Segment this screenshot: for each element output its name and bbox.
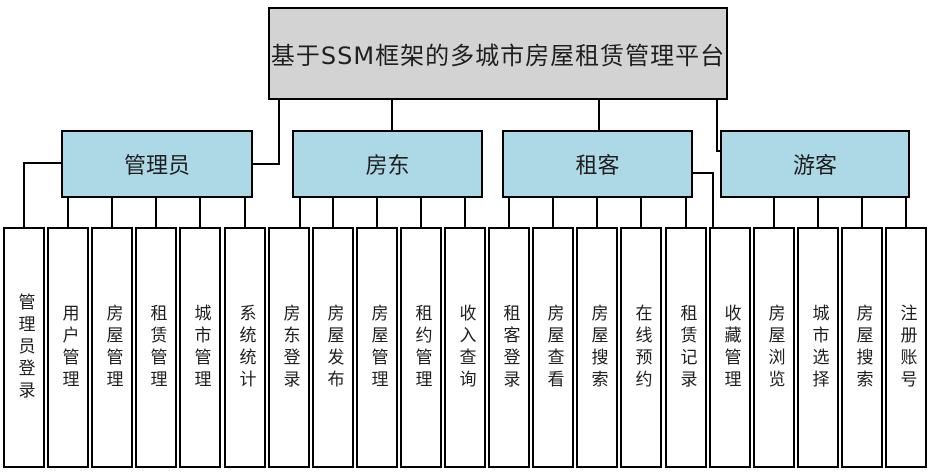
leaf-tenant-login: 租客登录	[488, 227, 530, 468]
leaf-user-mgmt: 用户管理	[47, 227, 89, 468]
branch-landlord: 房东	[292, 130, 483, 198]
leaf-lease-mgmt: 租约管理	[400, 227, 442, 468]
leaf-house-view: 房屋查看	[532, 227, 574, 468]
leaf-house-publish: 房屋发布	[312, 227, 354, 468]
leaf-label: 房屋管理	[367, 303, 388, 392]
leaf-label: 房屋搜索	[587, 303, 608, 392]
branch-admin: 管理员	[61, 130, 253, 198]
branch-visitor-label: 游客	[792, 154, 837, 179]
leaf-admin-login: 管理员登录	[3, 227, 45, 468]
leaf-label: 房东登录	[279, 303, 300, 392]
leaf-label: 注册账号	[896, 303, 917, 392]
leaf-label: 管理员登录	[14, 292, 35, 403]
leaf-online-booking: 在线预约	[620, 227, 662, 468]
leaf-label: 房屋浏览	[764, 303, 785, 392]
leaf-label: 房屋发布	[323, 303, 344, 392]
root-label: 基于SSM框架的多城市房屋租赁管理平台	[270, 42, 726, 70]
branch-tenant-label: 租客	[575, 154, 620, 179]
leaf-label: 系统统计	[235, 303, 256, 392]
root-node: 基于SSM框架的多城市房屋租赁管理平台	[268, 7, 728, 100]
leaf-city-select: 城市选择	[797, 227, 839, 468]
leaf-label: 房屋查看	[543, 303, 564, 392]
leaf-city-mgmt: 城市管理	[179, 227, 221, 468]
leaf-label: 租约管理	[411, 303, 432, 392]
leaf-register-account: 注册账号	[885, 227, 927, 468]
leaf-label: 房屋管理	[102, 303, 123, 392]
leaf-rental-records: 租赁记录	[665, 227, 707, 468]
leaf-rental-mgmt: 租赁管理	[135, 227, 177, 468]
leaf-label: 租客登录	[499, 303, 520, 392]
leaf-visitor-house-search: 房屋搜索	[841, 227, 883, 468]
branch-landlord-label: 房东	[365, 154, 410, 179]
leaf-system-stats: 系统统计	[224, 227, 266, 468]
leaf-label: 租赁记录	[676, 303, 697, 392]
leaf-label: 在线预约	[631, 303, 652, 392]
leaf-label: 收入查询	[455, 303, 476, 392]
branch-visitor: 游客	[720, 130, 910, 198]
leaf-tenant-house-search: 房屋搜索	[576, 227, 618, 468]
leaf-income-query: 收入查询	[444, 227, 486, 468]
leaf-label: 收藏管理	[720, 303, 741, 392]
leaf-label: 城市管理	[190, 303, 211, 392]
leaf-label: 房屋搜索	[852, 303, 873, 392]
leaf-label: 租赁管理	[146, 303, 167, 392]
leaf-label: 用户管理	[58, 303, 79, 392]
branch-admin-label: 管理员	[123, 154, 190, 179]
leaf-landlord-login: 房东登录	[268, 227, 310, 468]
leaf-label: 城市选择	[808, 303, 829, 392]
leaf-house-browse: 房屋浏览	[753, 227, 795, 468]
branch-tenant: 租客	[502, 130, 693, 198]
connector-path	[23, 99, 907, 227]
leaf-house-mgmt: 房屋管理	[91, 227, 133, 468]
leaf-favorites-mgmt: 收藏管理	[709, 227, 751, 468]
leaf-landlord-house-mgmt: 房屋管理	[356, 227, 398, 468]
